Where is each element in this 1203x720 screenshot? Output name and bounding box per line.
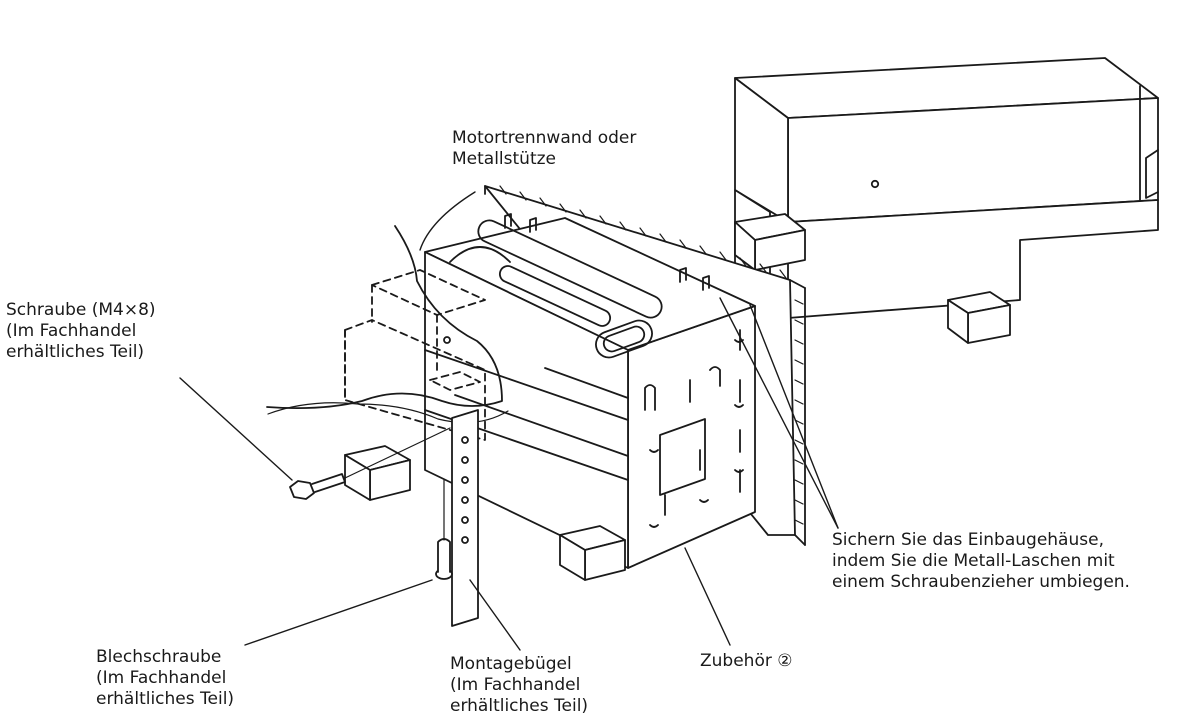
label-line: erhältliches Teil) <box>6 342 145 362</box>
label-screw: Schraube (M4×8) (Im Fachhandel erhältlic… <box>6 300 156 363</box>
label-line: Montagebügel <box>450 654 572 674</box>
label-line: (Im Fachhandel <box>450 675 581 695</box>
mounting-strap <box>451 409 479 627</box>
car-stereo-unit <box>734 57 1159 344</box>
label-line: Schraube (M4×8) <box>6 300 156 320</box>
label-sheet-screw: Blechschraube (Im Fachhandel erhältliche… <box>96 647 234 710</box>
label-line: (Im Fachhandel <box>96 668 227 688</box>
label-line: indem Sie die Metall-Laschen mit <box>832 551 1115 571</box>
label-line: Zubehör ② <box>700 651 793 671</box>
sheet-screw <box>435 479 453 580</box>
leader-lines <box>179 191 839 651</box>
screw-m4x8 <box>289 427 451 500</box>
label-line: erhältliches Teil) <box>96 689 235 709</box>
label-line: Blechschraube <box>96 647 222 667</box>
label-line: Sichern Sie das Einbaugehäuse, <box>832 530 1104 550</box>
label-secure-note: Sichern Sie das Einbaugehäuse, indem Sie… <box>832 530 1130 593</box>
label-bracket: Montagebügel (Im Fachhandel erhältliches… <box>450 654 588 717</box>
label-motor-wall: Motortrennwand oder Metallstütze <box>452 128 636 170</box>
wall-cut-edge <box>266 225 503 410</box>
label-line: erhältliches Teil) <box>450 696 589 716</box>
label-line: einem Schraubenzieher umbiegen. <box>832 572 1130 592</box>
label-accessory: Zubehör ② <box>700 651 792 672</box>
label-line: Metallstütze <box>452 149 557 169</box>
mounting-feet <box>344 445 626 581</box>
label-line: Motortrennwand oder <box>452 128 637 148</box>
label-line: (Im Fachhandel <box>6 321 137 341</box>
